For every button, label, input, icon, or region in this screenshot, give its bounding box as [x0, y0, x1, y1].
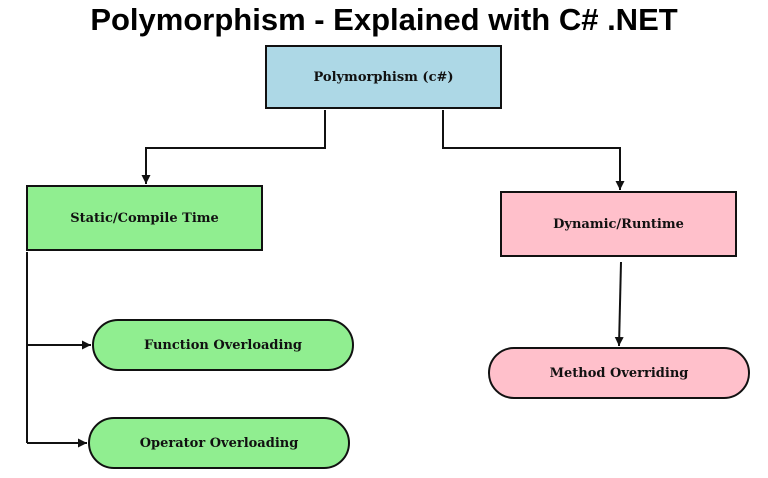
- diagram-title: Polymorphism - Explained with C# .NET: [90, 2, 678, 37]
- node-method-overriding-label: Method Overriding: [549, 365, 689, 381]
- node-dynamic-runtime: Dynamic/Runtime: [500, 191, 737, 257]
- edge-dynamic-to-method-overriding: [614, 261, 624, 347]
- node-dynamic-runtime-label: Dynamic/Runtime: [553, 216, 684, 232]
- node-method-overriding: Method Overriding: [488, 347, 750, 399]
- node-function-overloading: Function Overloading: [92, 319, 354, 371]
- edge-root-to-dynamic: [442, 110, 625, 190]
- edge-root-to-static: [141, 110, 326, 184]
- node-static-compile-time-label: Static/Compile Time: [70, 210, 219, 226]
- node-polymorphism-label: Polymorphism (c#): [313, 69, 454, 85]
- node-operator-overloading-label: Operator Overloading: [139, 435, 299, 451]
- node-function-overloading-label: Function Overloading: [143, 337, 302, 353]
- node-static-compile-time: Static/Compile Time: [26, 185, 263, 251]
- node-operator-overloading: Operator Overloading: [88, 417, 350, 469]
- node-polymorphism: Polymorphism (c#): [265, 45, 502, 109]
